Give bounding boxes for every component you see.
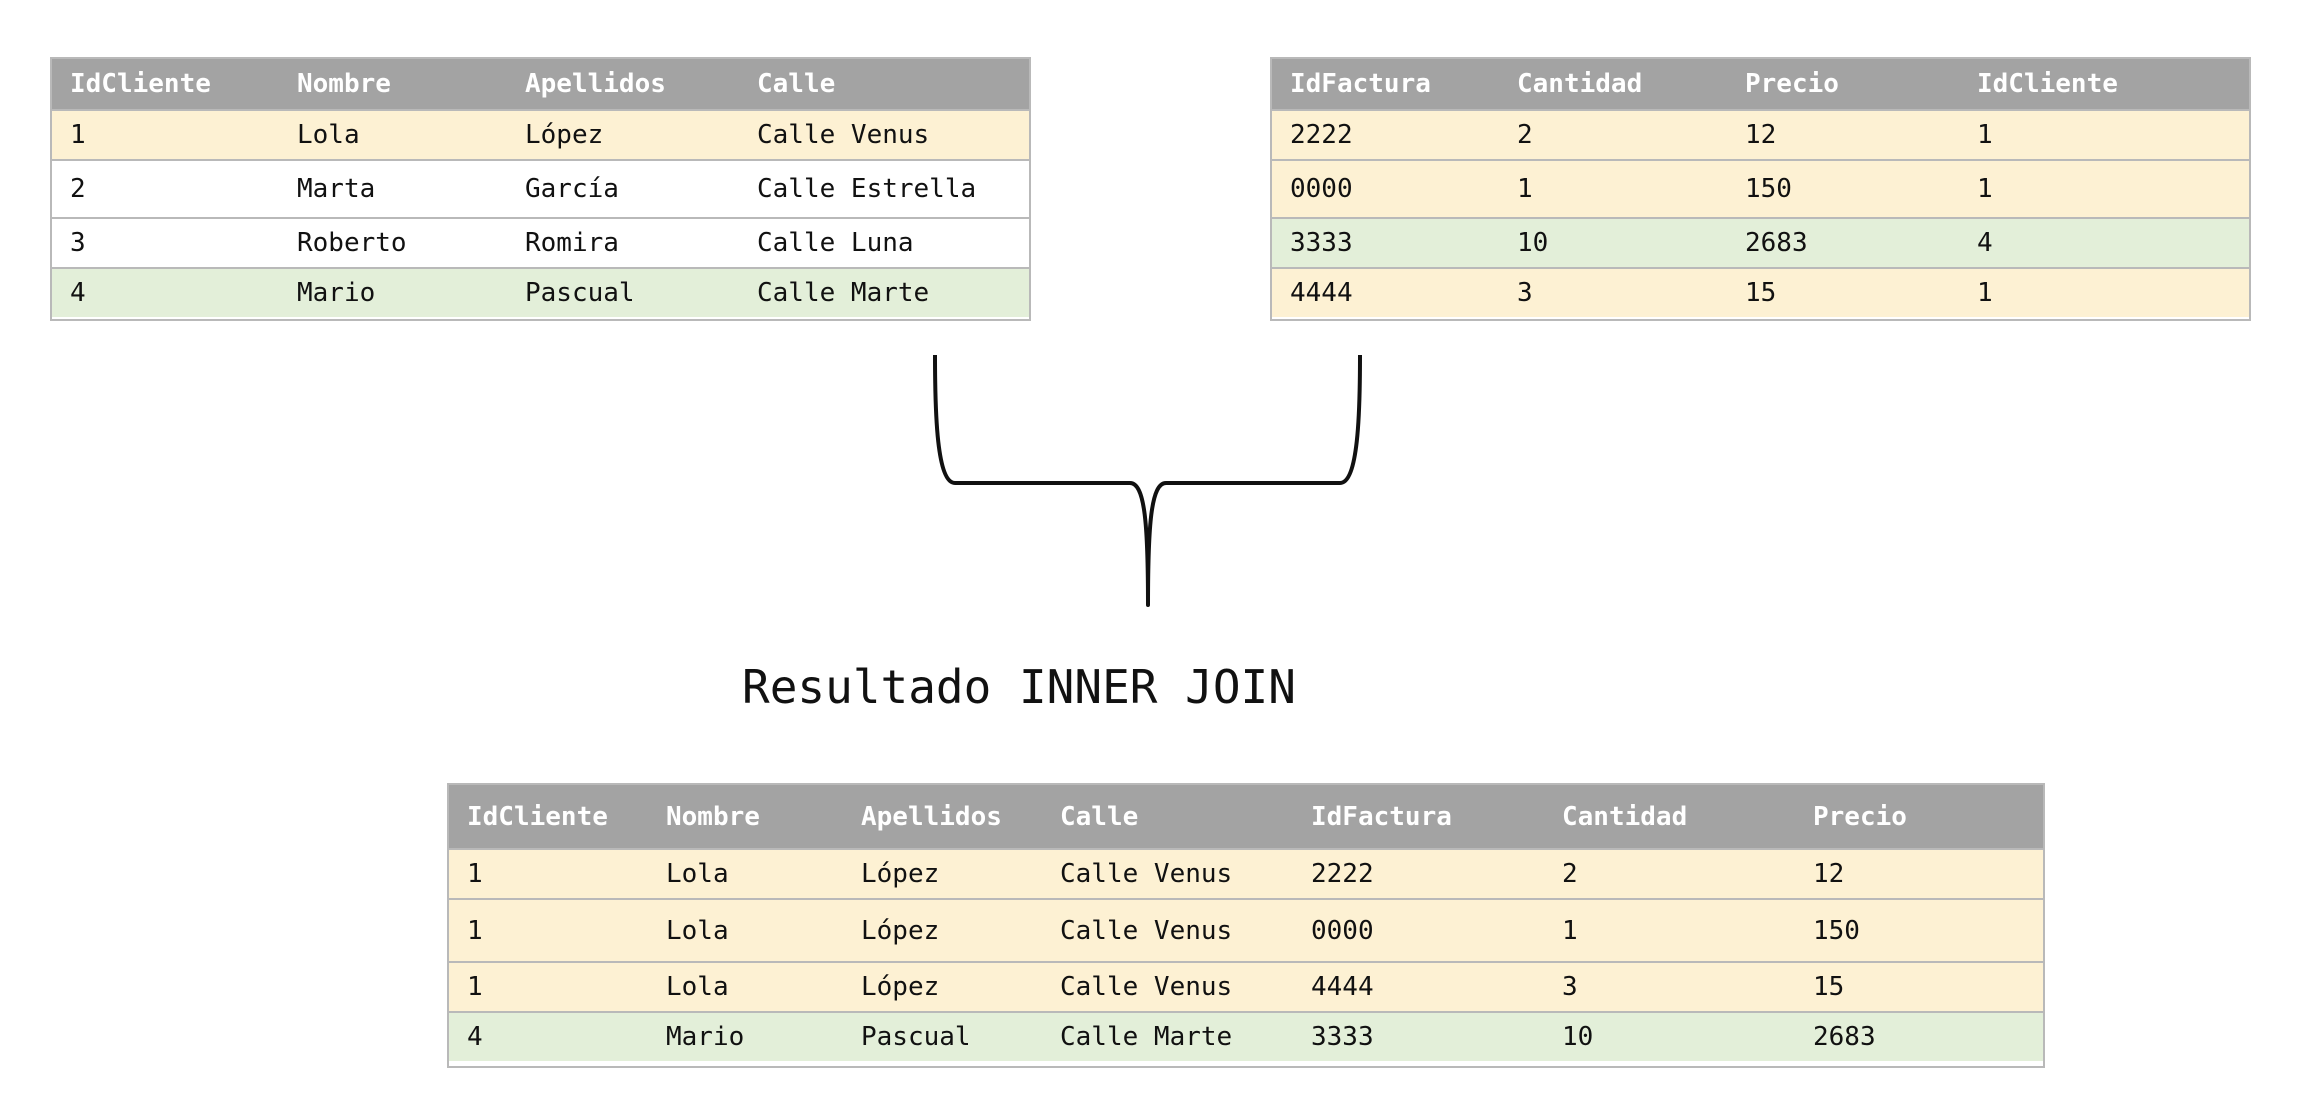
table-cell: 3 [1562, 972, 1578, 1002]
table-cell: Calle Venus [1060, 915, 1233, 946]
table-cell: 1 [1977, 174, 1993, 204]
table-cell: 12 [1813, 859, 1845, 889]
table-cell: 10 [1517, 228, 1549, 258]
column-header: Nombre [666, 801, 760, 832]
table-cell: 1 [1517, 174, 1533, 204]
table-row: 1 Lola López Calle Venus [52, 109, 1029, 159]
column-header: IdFactura [1290, 69, 1431, 99]
table-cell: Calle Venus [1060, 972, 1233, 1002]
table-cell: 12 [1745, 120, 1777, 150]
column-header: Calle [757, 69, 836, 99]
table-cell: López [861, 915, 940, 946]
table-cell: García [525, 174, 619, 204]
table-row: 3 Roberto Romira Calle Luna [52, 217, 1029, 267]
table-cell: 15 [1813, 972, 1845, 1002]
table-cell: 15 [1745, 278, 1777, 308]
table-cell: 2 [70, 174, 86, 204]
table-cell: López [861, 859, 940, 889]
table-cell: 2 [1562, 859, 1578, 889]
table-cell: 4 [70, 278, 86, 308]
table-row: 4 Mario Pascual Calle Marte [52, 267, 1029, 317]
table-cell: Calle Venus [757, 120, 930, 150]
table-cell: 0000 [1311, 915, 1374, 946]
table-cell: Mario [666, 1022, 745, 1052]
table-cell: 1 [1977, 278, 1993, 308]
table-cell: 4 [467, 1022, 483, 1052]
table-cell: Lola [666, 972, 729, 1002]
table-row: 4 Mario Pascual Calle Marte 3333 10 2683 [449, 1011, 2043, 1061]
table-cell: Pascual [525, 278, 635, 308]
table-row: 3333 10 2683 4 [1272, 217, 2249, 267]
column-header: IdCliente [1977, 69, 2118, 99]
table-cell: Calle Marte [1060, 1022, 1233, 1052]
table-cell: 2683 [1813, 1022, 1876, 1052]
column-header: Apellidos [861, 801, 1002, 832]
table-cell: 10 [1562, 1022, 1594, 1052]
table-cell: Lola [666, 859, 729, 889]
column-header: Cantidad [1562, 801, 1688, 832]
table-cell: 4444 [1311, 972, 1374, 1002]
column-header: Apellidos [525, 69, 666, 99]
column-header: IdCliente [70, 69, 211, 99]
column-header: Precio [1813, 801, 1907, 832]
table-header-row: IdCliente Nombre Apellidos Calle [52, 59, 1029, 109]
table-cell: Calle Venus [1060, 859, 1233, 889]
table-cell: López [861, 972, 940, 1002]
table-cell: 3333 [1290, 228, 1353, 258]
table-cell: Romira [525, 228, 619, 258]
table-header-row: IdCliente Nombre Apellidos Calle IdFactura Ca… [449, 785, 2043, 848]
table-cell: 1 [70, 120, 86, 150]
table-cell: Calle Marte [757, 278, 930, 308]
table-cell: Mario [297, 278, 376, 308]
table-cell: Pascual [861, 1022, 971, 1052]
column-header: Precio [1745, 69, 1839, 99]
join-brace-connector [933, 355, 1362, 607]
table-cell: 3 [70, 228, 86, 258]
table-cell: 3 [1517, 278, 1533, 308]
table-cell: 2222 [1311, 859, 1374, 889]
table-cell: 4 [1977, 228, 1993, 258]
table-cell: 3333 [1311, 1022, 1374, 1052]
table-cell: 1 [1562, 915, 1578, 946]
table-header-row: IdFactura Cantidad Precio IdCliente [1272, 59, 2249, 109]
table-cell: 2222 [1290, 120, 1353, 150]
column-header: IdCliente [467, 801, 608, 832]
table-row: 1 Lola López Calle Venus 4444 3 15 [449, 961, 2043, 1011]
table-cell: 1 [467, 915, 483, 946]
table-cell: Marta [297, 174, 376, 204]
table-cell: Lola [666, 915, 729, 946]
table-cell: Calle Estrella [757, 174, 977, 204]
column-header: Cantidad [1517, 69, 1643, 99]
table-cell: 2 [1517, 120, 1533, 150]
result-title: Resultado INNER JOIN [742, 660, 1296, 714]
column-header: Nombre [297, 69, 391, 99]
table-cell: 0000 [1290, 174, 1353, 204]
table-cell: 4444 [1290, 278, 1353, 308]
table-cell: López [525, 120, 604, 150]
table-cell: 150 [1745, 174, 1792, 204]
table-cell: 1 [467, 859, 483, 889]
table-cell: Calle Luna [757, 228, 914, 258]
table-cell: 1 [1977, 120, 1993, 150]
table-row: 0000 1 150 1 [1272, 159, 2249, 217]
table-cell: 1 [467, 972, 483, 1002]
table-row: 2 Marta García Calle Estrella [52, 159, 1029, 217]
table-row: 4444 3 15 1 [1272, 267, 2249, 317]
table-cell: Roberto [297, 228, 407, 258]
column-header: Calle [1060, 801, 1139, 832]
table-cell: Lola [297, 120, 360, 150]
table-cell: 2683 [1745, 228, 1808, 258]
table-cell: 150 [1813, 915, 1860, 946]
column-header: IdFactura [1311, 801, 1452, 832]
table-row: 1 Lola López Calle Venus 0000 1 150 [449, 898, 2043, 961]
